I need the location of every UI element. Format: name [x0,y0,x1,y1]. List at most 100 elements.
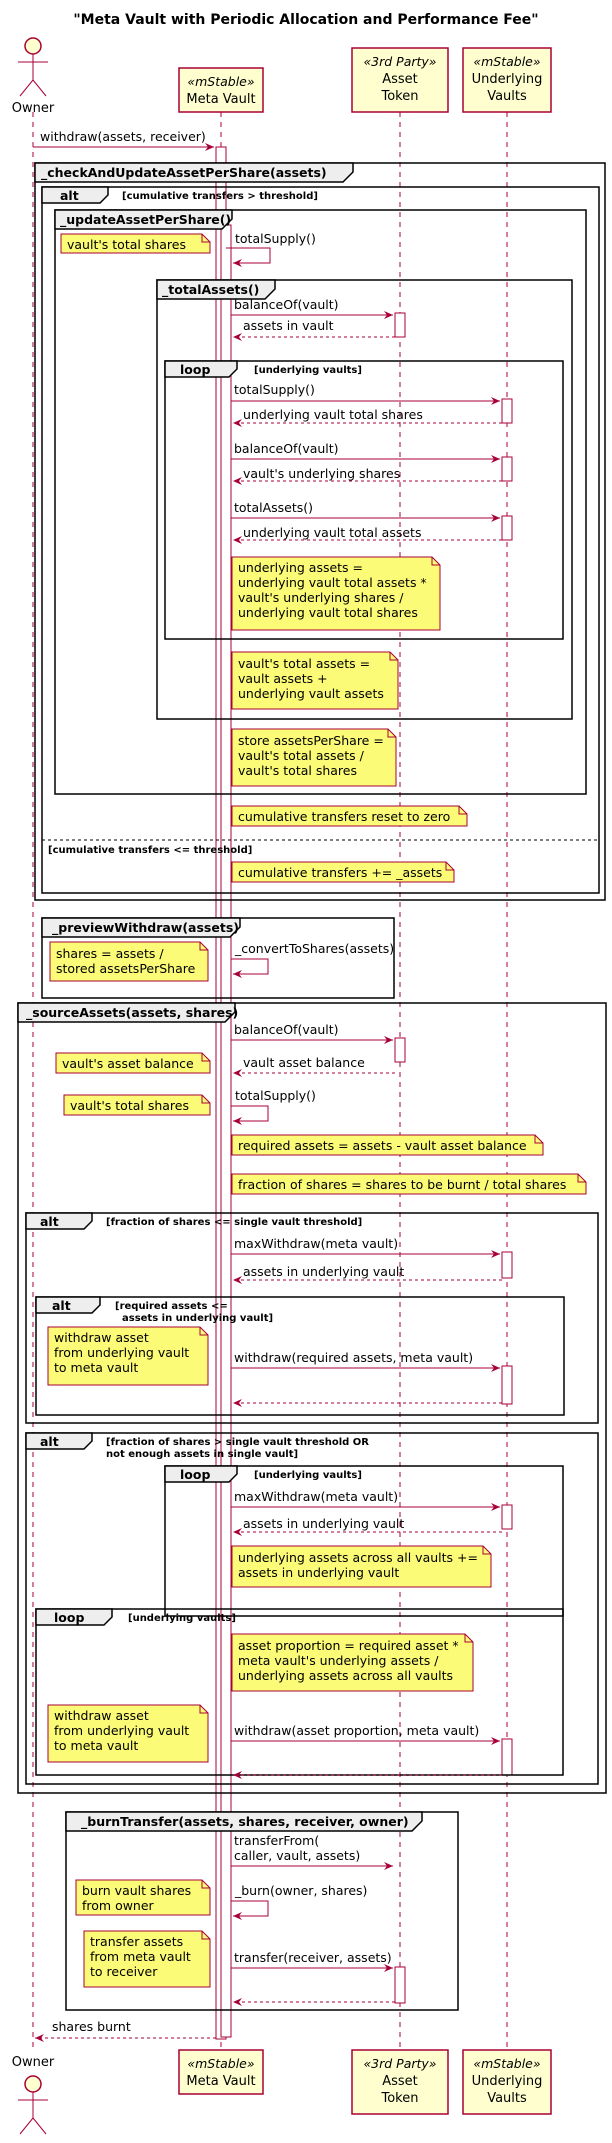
svg-text:Underlying: Underlying [472,72,543,87]
frame-preview-withdraw: _previewWithdraw(assets) [41,917,395,999]
underlying-vaults-participant-top: «mStable» Underlying Vaults [462,47,552,113]
svg-text:_totalAssets(): _totalAssets() [162,282,259,298]
svg-text:«mStable»: «mStable» [473,2056,540,2071]
svg-text:assets in underlying vault: assets in underlying vault [243,1264,404,1279]
svg-text:[fraction of shares > single v: [fraction of shares > single vault thres… [106,1437,369,1448]
svg-text:transfer assets: transfer assets [90,1934,183,1949]
svg-text:caller, vault, assets): caller, vault, assets) [234,1848,360,1863]
svg-text:balanceOf(vault): balanceOf(vault) [234,297,339,312]
asset-token-participant-bottom: «3rd Party» Asset Token [351,2049,449,2115]
asset-token-activation-2 [394,1037,406,1063]
svg-text:underlying vault total assets: underlying vault total assets * [238,575,427,590]
svg-text:_sourceAssets(assets, shares): _sourceAssets(assets, shares) [26,1005,238,1021]
svg-text:[required assets <=: [required assets <= [115,1301,228,1312]
svg-text:balanceOf(vault): balanceOf(vault) [234,1022,339,1037]
frame-update-asset-per-share: _updateAssetPerShare() [54,209,587,795]
svg-text:fraction of shares = shares to: fraction of shares = shares to be burnt … [238,1177,566,1192]
svg-text:underlying assets across all v: underlying assets across all vaults += [238,1550,478,1565]
svg-text:stored assetsPerShare: stored assetsPerShare [56,961,196,976]
svg-text:cumulative transfers += _asset: cumulative transfers += _assets [238,865,442,880]
svg-text:assets in underlying vault: assets in underlying vault [238,1565,399,1580]
svg-text:vault assets +: vault assets + [238,671,328,686]
svg-text:vault's asset balance: vault's asset balance [62,1056,194,1071]
owner-actor-bottom: Owner [12,2055,55,2135]
svg-text:Token: Token [381,89,419,104]
frame-burn-transfer: _burnTransfer(assets, shares, receiver, … [65,1811,459,2011]
svg-text:Vaults: Vaults [487,2091,527,2106]
svg-text:loop: loop [54,1610,84,1625]
svg-text:assets in underlying vault: assets in underlying vault [243,1516,404,1531]
note-store-assets-per-share: store assetsPerShare = vault's total ass… [231,728,397,787]
svg-text:not enough assets in single va: not enough assets in single vault] [106,1449,298,1460]
frame-source-assets: _sourceAssets(assets, shares) [17,1002,607,1794]
meta-vault-participant-bottom: «mStable» Meta Vault [178,2049,264,2095]
svg-text:Asset: Asset [382,2074,418,2089]
svg-text:Meta Vault: Meta Vault [186,92,255,107]
frame-alt-threshold: alt [cumulative transfers > threshold] [… [41,186,600,894]
svg-text:asset proportion = required as: asset proportion = required asset * [238,1638,459,1653]
asset-token-participant-top: «3rd Party» Asset Token [351,47,449,113]
svg-text:assets in underlying vault]: assets in underlying vault] [122,1313,273,1324]
svg-text:_checkAndUpdateAssetPerShare(a: _checkAndUpdateAssetPerShare(assets) [41,165,327,181]
msg-total-supply-1: totalSupply() [235,231,316,246]
note-withdraw-asset-1: withdraw asset from underlying vault to … [47,1326,209,1386]
svg-text:vault's total assets =: vault's total assets = [238,656,370,671]
svg-text:[underlying vaults]: [underlying vaults] [128,1613,236,1624]
note-required-assets: required assets = assets - vault asset b… [231,1134,544,1156]
svg-text:withdraw asset: withdraw asset [54,1708,149,1723]
note-fraction-of-shares: fraction of shares = shares to be burnt … [231,1173,587,1195]
svg-text:vault's total shares: vault's total shares [238,763,357,778]
svg-text:Owner: Owner [12,2055,55,2070]
note-transfer-assets: transfer assets from meta vault to recei… [83,1930,211,1988]
owner-label-top: Owner [12,101,55,116]
msg-shares-burnt: shares burnt [52,2019,131,2034]
frame-alt-multi-vault: alt [fraction of shares > single vault t… [25,1432,599,1785]
svg-text:alt: alt [52,1298,71,1313]
note-withdraw-asset-2: withdraw asset from underlying vault to … [47,1704,209,1763]
svg-text:«3rd Party»: «3rd Party» [363,54,436,69]
svg-text:Underlying: Underlying [472,2074,543,2089]
underlying-activation-7 [501,1738,513,1776]
frame-check-update: _checkAndUpdateAssetPerShare(assets) [34,162,606,901]
svg-text:«mStable»: «mStable» [187,74,254,89]
svg-text:meta vault's underlying assets: meta vault's underlying assets / [238,1653,439,1668]
svg-text:Vaults: Vaults [487,89,527,104]
svg-text:«mStable»: «mStable» [187,2056,254,2071]
svg-text:to receiver: to receiver [90,1964,158,1979]
note-underlying-assets: underlying assets = underlying vault tot… [231,556,441,631]
svg-text:from meta vault: from meta vault [90,1949,191,1964]
msg-convert-to-shares: _convertToShares(assets) [234,941,394,956]
svg-text:vault's total shares: vault's total shares [67,237,186,252]
svg-text:totalSupply(): totalSupply() [235,1088,316,1103]
svg-text:underlying assets =: underlying assets = [238,560,363,575]
svg-text:underlying vault total shares: underlying vault total shares [238,605,418,620]
svg-text:shares = assets /: shares = assets / [56,946,164,961]
frame-alt-required-assets: alt [required assets <= assets in underl… [35,1296,565,1416]
svg-text:Token: Token [381,2091,419,2106]
frame-loop-underlying-2: loop [underlying vaults] [164,1465,564,1617]
frame-loop-underlying-3: loop [underlying vaults] [35,1608,564,1776]
note-vaults-total-shares-2: vault's total shares [63,1094,211,1116]
svg-text:totalSupply(): totalSupply() [234,382,315,397]
svg-text:to meta vault: to meta vault [54,1360,138,1375]
svg-text:from underlying vault: from underlying vault [54,1723,189,1738]
svg-text:totalAssets(): totalAssets() [234,500,313,515]
note-asset-proportion: asset proportion = required asset * meta… [231,1633,474,1692]
svg-text:vault's total assets /: vault's total assets / [238,748,365,763]
svg-text:«mStable»: «mStable» [473,54,540,69]
frame-alt-single-vault: alt [fraction of shares <= single vault … [25,1212,599,1424]
svg-text:balanceOf(vault): balanceOf(vault) [234,441,339,456]
note-vaults-total-assets: vault's total assets = vault assets + un… [231,651,399,710]
svg-text:transfer(receiver, assets): transfer(receiver, assets) [234,1950,392,1965]
svg-text:alt: alt [40,1214,59,1229]
underlying-activation-2 [501,456,513,482]
svg-text:vault's underlying shares: vault's underlying shares [243,466,400,481]
svg-text:withdraw(asset proportion, met: withdraw(asset proportion, meta vault) [234,1723,479,1738]
svg-text:from underlying vault: from underlying vault [54,1345,189,1360]
svg-text:vault's underlying shares /: vault's underlying shares / [238,590,404,605]
underlying-activation-1 [501,398,513,424]
svg-text:maxWithdraw(meta vault): maxWithdraw(meta vault) [234,1236,398,1251]
msg-withdraw-label: withdraw(assets, receiver) [40,129,206,144]
asset-token-activation-3 [394,1966,406,2004]
note-cumulative-reset: cumulative transfers reset to zero [231,805,468,827]
